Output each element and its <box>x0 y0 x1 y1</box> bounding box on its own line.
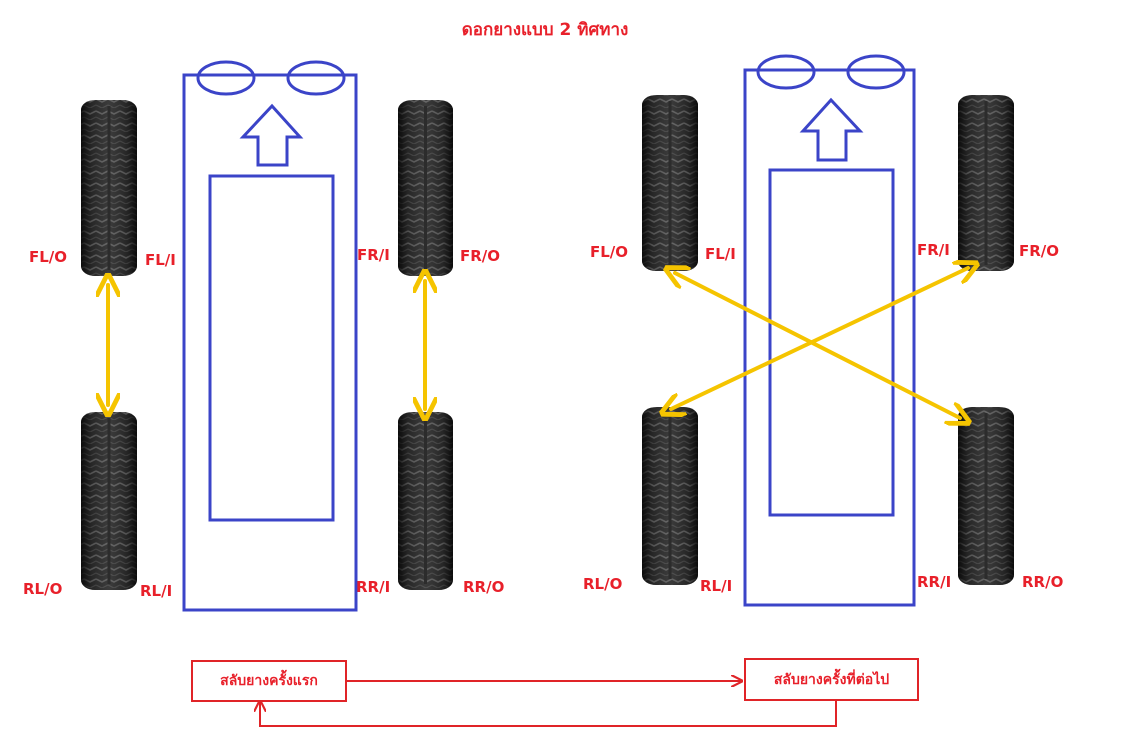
label-fl-inner: FL/I <box>705 245 736 263</box>
right-tire-fr-icon <box>958 95 1014 271</box>
left-car <box>182 60 358 612</box>
label-rr-inner: RR/I <box>917 573 952 591</box>
left-tire-rl-icon <box>81 412 137 590</box>
direction-arrow-icon <box>239 103 304 167</box>
cross-arrow-fl-rr <box>675 273 960 418</box>
label-fl-outer: FL/O <box>29 248 68 266</box>
rotation-arrows <box>108 268 968 418</box>
flow-arrow-return <box>260 699 837 727</box>
headlight-left <box>756 54 816 90</box>
label-rl-outer: RL/O <box>583 575 623 593</box>
diagram-title: ดอกยางแบบ 2 ทิศทาง <box>461 20 629 40</box>
car-body <box>182 73 358 612</box>
label-fl-inner: FL/I <box>145 251 176 269</box>
left-tire-fl-icon <box>81 100 137 276</box>
label-fr-outer: FR/O <box>460 247 501 265</box>
label-fl-outer: FL/O <box>590 243 629 261</box>
label-rl-inner: RL/I <box>700 577 733 595</box>
first-rotation-box: สลับยางครั้งแรก <box>191 660 347 702</box>
label-fr-outer: FR/O <box>1019 242 1060 260</box>
headlight-right <box>286 60 346 96</box>
direction-arrow-icon <box>799 97 864 162</box>
right-tire-rr-icon <box>958 407 1014 585</box>
car-cabin <box>208 174 335 522</box>
label-rr-outer: RR/O <box>1022 573 1064 591</box>
car-cabin <box>768 168 895 517</box>
tires <box>81 95 1014 590</box>
headlight-right <box>846 54 906 90</box>
right-tire-fl-icon <box>642 95 698 271</box>
right-car <box>743 54 916 607</box>
label-rr-outer: RR/O <box>463 578 505 596</box>
left-tire-fr-icon <box>398 100 453 276</box>
left-tire-rr-icon <box>398 412 453 590</box>
label-rr-inner: RR/I <box>356 578 391 596</box>
headlight-left <box>196 60 256 96</box>
right-tire-rl-icon <box>642 407 698 585</box>
flow-connectors <box>260 681 837 727</box>
label-rl-inner: RL/I <box>140 582 173 600</box>
cross-arrow-fr-rl <box>671 268 968 409</box>
label-rl-outer: RL/O <box>23 580 63 598</box>
label-fr-inner: FR/I <box>917 241 950 259</box>
label-fr-inner: FR/I <box>357 246 390 264</box>
next-rotation-box: สลับยางครั้งที่ต่อไป <box>744 658 919 701</box>
